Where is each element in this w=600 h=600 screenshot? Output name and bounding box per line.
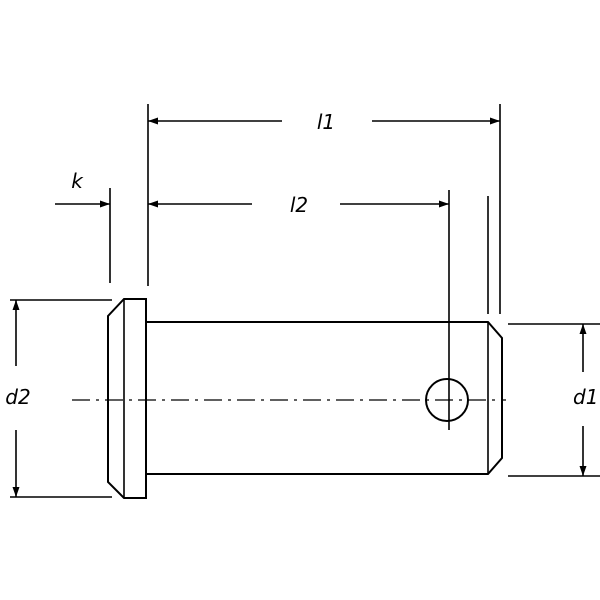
dimension-d2-label: d2: [5, 385, 30, 409]
dimension-d1-label: d1: [573, 385, 598, 409]
pin-head-outline: [107, 298, 147, 499]
dimension-l2-label: l2: [290, 193, 308, 217]
dimension-k-label: k: [71, 169, 84, 193]
pin-shank-outline: [146, 321, 503, 475]
dimension-l1-label: l1: [317, 110, 335, 134]
